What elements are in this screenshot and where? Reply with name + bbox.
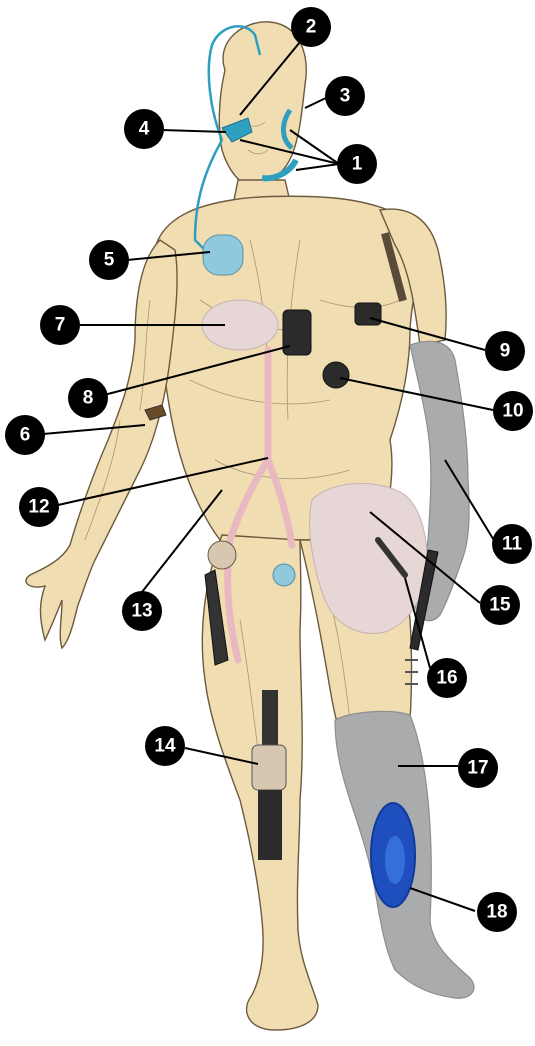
- svg-text:9: 9: [500, 341, 511, 362]
- svg-text:5: 5: [104, 250, 115, 271]
- svg-text:4: 4: [139, 119, 150, 140]
- svg-text:6: 6: [20, 425, 31, 446]
- svg-text:8: 8: [83, 388, 94, 409]
- svg-text:10: 10: [502, 401, 523, 422]
- badge-17: 17: [458, 748, 498, 788]
- svg-text:14: 14: [154, 736, 176, 757]
- badge-7: 7: [40, 305, 80, 345]
- badge-3: 3: [325, 76, 365, 116]
- svg-text:17: 17: [467, 758, 488, 779]
- svg-text:2: 2: [306, 17, 317, 38]
- svg-text:15: 15: [489, 595, 511, 616]
- testicular-implant: [273, 564, 295, 586]
- leader-4: [162, 130, 226, 132]
- badge-4: 4: [124, 109, 164, 149]
- svg-text:7: 7: [55, 315, 66, 336]
- svg-text:12: 12: [28, 497, 49, 518]
- svg-text:18: 18: [486, 902, 507, 923]
- gastric-device: [323, 362, 349, 388]
- badge-2: 2: [291, 7, 331, 47]
- badge-9: 9: [485, 331, 525, 371]
- svg-text:3: 3: [340, 86, 351, 107]
- leader-1c: [296, 164, 339, 170]
- right-arm: [26, 240, 177, 648]
- badge-1: 1: [337, 144, 377, 184]
- compression-device-highlight: [385, 836, 405, 884]
- badge-13: 13: [122, 591, 162, 631]
- badge-8: 8: [68, 378, 108, 418]
- badge-10: 10: [493, 391, 533, 431]
- badge-16: 16: [427, 658, 467, 698]
- badge-12: 12: [19, 487, 59, 527]
- pacemaker: [203, 235, 243, 275]
- svg-text:1: 1: [352, 154, 363, 175]
- chest-port: [355, 303, 381, 325]
- hip-prosthesis-head: [208, 541, 236, 569]
- badge-15: 15: [480, 585, 520, 625]
- badge-14: 14: [145, 726, 185, 766]
- svg-text:11: 11: [502, 534, 523, 555]
- badge-6: 6: [5, 415, 45, 455]
- abdominal-device: [283, 310, 311, 355]
- svg-text:16: 16: [436, 668, 457, 689]
- badge-11: 11: [492, 524, 532, 564]
- svg-text:13: 13: [131, 601, 152, 622]
- badge-5: 5: [89, 240, 129, 280]
- badge-18: 18: [477, 892, 517, 932]
